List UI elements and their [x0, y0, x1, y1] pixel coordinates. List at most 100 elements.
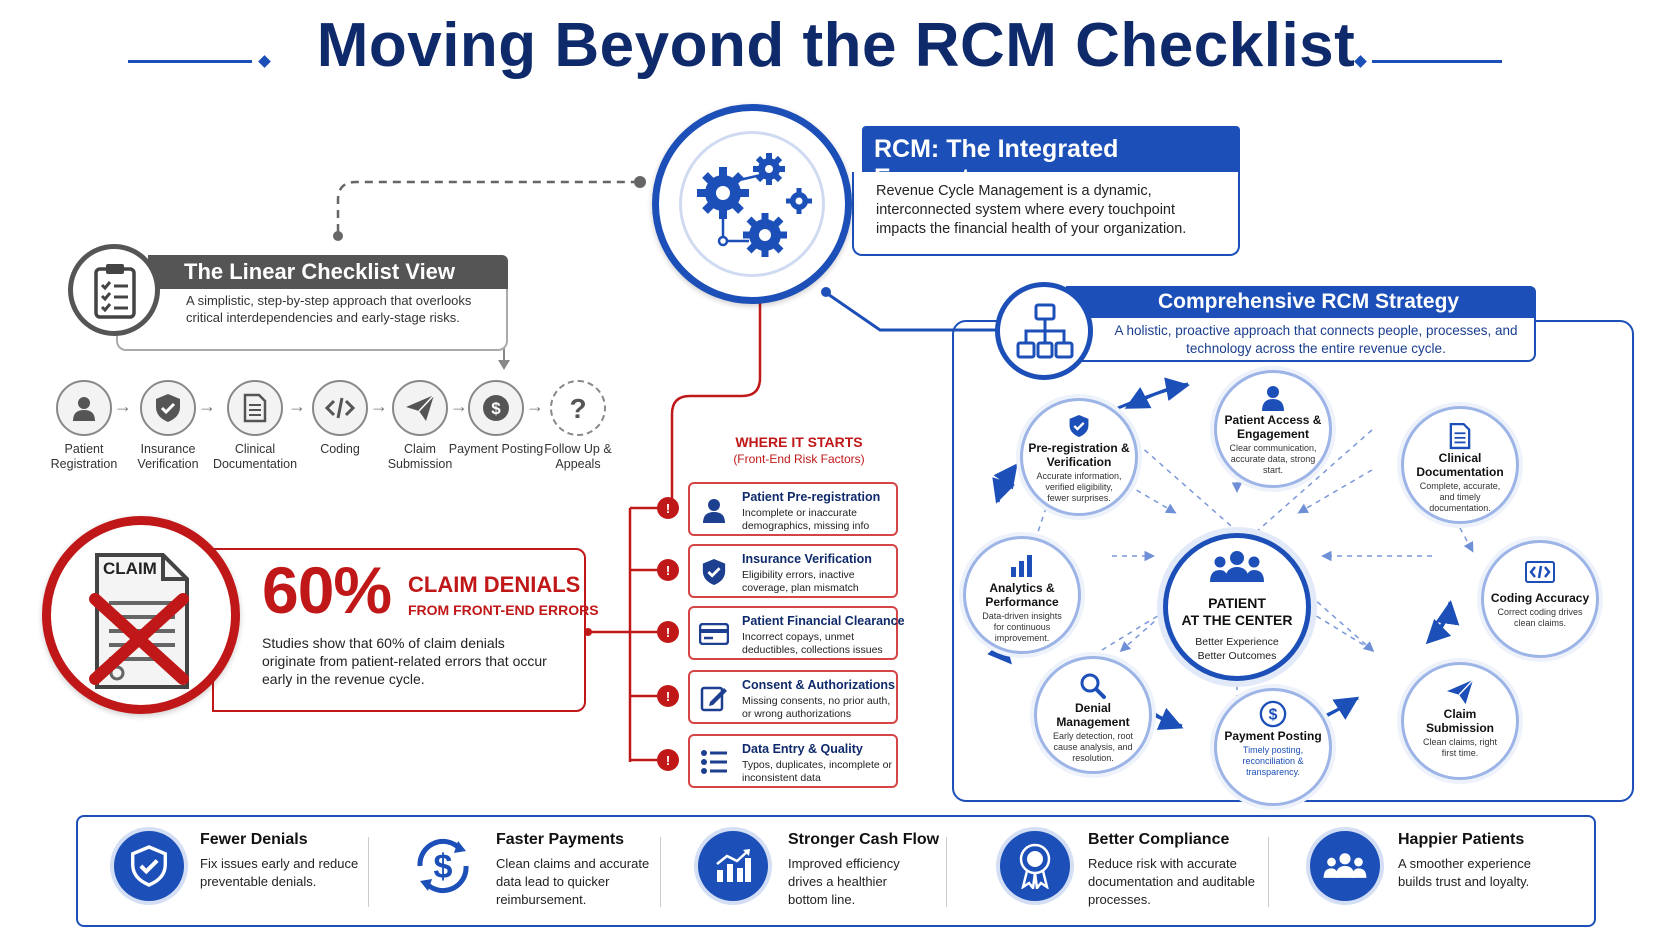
- benefit-stronger-cash-flow: Stronger Cash Flow Improved efficiency d…: [698, 817, 968, 925]
- title-rule-right: [1372, 60, 1502, 63]
- strategy-description: A holistic, proactive approach that conn…: [1114, 323, 1518, 356]
- denials-stat-box: [212, 548, 586, 712]
- node-text: Clean claims, right first time.: [1422, 737, 1498, 758]
- credit-card-icon: [699, 623, 729, 645]
- benefit-divider: [660, 837, 661, 907]
- center-title-line1: PATIENT: [1208, 595, 1266, 611]
- step-claim-submission: Claim Submission: [370, 380, 470, 472]
- warning-icon: !: [657, 749, 679, 771]
- node-text: Early detection, root cause analysis, an…: [1052, 731, 1134, 763]
- benefit-better-compliance: Better Compliance Reduce risk with accur…: [1000, 817, 1270, 925]
- step-label: Payment Posting: [448, 442, 544, 456]
- warning-icon: !: [657, 559, 679, 581]
- where-it-starts-subtitle: (Front-End Risk Factors): [733, 452, 865, 466]
- risk-title: Consent & Authorizations: [742, 678, 896, 692]
- title-rule-left: [128, 60, 252, 63]
- node-pre-registration-verification: Pre-registration & Verification Accurate…: [1020, 398, 1138, 516]
- step-circle: [56, 380, 112, 436]
- benefit-title: Happier Patients: [1398, 831, 1525, 848]
- step-patient-registration: Patient Registration: [34, 380, 134, 472]
- code-icon: [1525, 561, 1555, 583]
- gears-icon: [697, 153, 812, 257]
- org-chart-icon: [1016, 303, 1074, 359]
- benefit-title: Fewer Denials: [200, 831, 308, 848]
- node-text: Data-driven insights for continuous impr…: [982, 611, 1062, 643]
- benefit-text: Reduce risk with accurate documentation …: [1088, 856, 1255, 907]
- node-title: Payment Posting: [1224, 729, 1322, 743]
- step-circle: ?: [550, 380, 606, 436]
- clipboard-icon: [94, 264, 136, 319]
- benefit-icon-wrap: [114, 831, 184, 901]
- pen-icon: [700, 686, 727, 712]
- step-circle: [392, 380, 448, 436]
- warning-icon: !: [657, 497, 679, 519]
- page-title: Moving Beyond the RCM Checklist: [316, 11, 1356, 80]
- benefit-divider: [946, 837, 947, 907]
- paper-plane-icon: [406, 394, 435, 421]
- node-icon-wrap: $: [1258, 699, 1288, 729]
- risk-text: Eligibility errors, inactive coverage, p…: [742, 569, 859, 594]
- denials-headline: CLAIM DENIALS: [408, 572, 581, 597]
- shield-check-icon: [131, 845, 167, 887]
- benefit-icon-wrap: [1310, 831, 1380, 901]
- node-analytics-performance: Analytics & Performance Data-driven insi…: [963, 536, 1081, 654]
- strategy-heading: Comprehensive RCM Strategy: [1066, 286, 1536, 318]
- step-arrow: →: [370, 396, 388, 416]
- risk-patient-pre-registration: Patient Pre-registration Incomplete or i…: [688, 482, 898, 536]
- risk-icon: [698, 556, 730, 588]
- node-icon-wrap: [1064, 411, 1094, 441]
- group-icon: [1323, 853, 1367, 878]
- step-circle: [312, 380, 368, 436]
- node-denial-management: Denial Management Early detection, root …: [1034, 656, 1152, 774]
- document-icon: [1449, 422, 1471, 450]
- step-label: Coding: [320, 442, 360, 456]
- patient-at-center-node: PATIENT AT THE CENTER Better Experience …: [1163, 533, 1311, 681]
- dollar-icon: $: [1259, 700, 1287, 728]
- step-circle: [140, 380, 196, 436]
- strategy-description-box: A holistic, proactive approach that conn…: [1066, 318, 1536, 362]
- risk-title: Insurance Verification: [742, 552, 872, 566]
- dollar-cycle-icon: $: [417, 838, 469, 894]
- person-icon: [73, 397, 95, 421]
- step-arrow: →: [288, 396, 306, 416]
- denials-percent: 60%: [262, 553, 392, 627]
- node-text: Accurate information, verified eligibili…: [1036, 471, 1122, 503]
- risk-text: Typos, duplicates, incomplete or inconsi…: [742, 759, 892, 784]
- svg-text:?: ?: [569, 393, 586, 423]
- node-payment-posting: $ Payment Posting Timely posting, reconc…: [1214, 688, 1332, 806]
- node-icon-wrap: [1078, 671, 1108, 701]
- risk-text: Incorrect copays, unmet deductibles, col…: [742, 631, 883, 656]
- risk-icon: [698, 746, 730, 778]
- step-arrow: →: [526, 396, 544, 416]
- benefit-text: Fix issues early and reduce preventable …: [200, 856, 359, 889]
- step-clinical-documentation: Clinical Documentation: [205, 380, 305, 472]
- step-payment-posting: $ Payment Posting: [446, 380, 546, 457]
- question-icon: ?: [569, 393, 586, 423]
- benefit-text: Improved efficiency drives a healthier b…: [788, 856, 900, 907]
- node-title: Denial Management: [1056, 701, 1130, 729]
- risk-data-entry-quality: Data Entry & Quality Typos, duplicates, …: [688, 734, 898, 788]
- shield-check-icon: [1069, 415, 1089, 437]
- center-title-line2: AT THE CENTER: [1181, 612, 1293, 628]
- node-text: Correct coding drives clean claims.: [1497, 607, 1583, 628]
- where-it-starts-title: WHERE IT STARTS: [735, 434, 863, 450]
- center-text-line1: Better Experience: [1195, 636, 1279, 648]
- denials-subheadline: FROM FRONT-END ERRORS: [408, 602, 599, 618]
- benefits-bar: Fewer Denials Fix issues early and reduc…: [76, 815, 1596, 927]
- step-insurance-verification: Insurance Verification: [118, 380, 218, 472]
- benefit-title: Faster Payments: [496, 831, 625, 848]
- step-label: Insurance Verification: [137, 442, 199, 471]
- step-follow-up-appeals: ? Follow Up & Appeals: [528, 380, 628, 472]
- dollar-icon: $: [483, 395, 509, 421]
- strategy-badge: [995, 282, 1093, 380]
- step-arrow: →: [114, 396, 132, 416]
- ecosystem-description: Revenue Cycle Management is a dynamic, i…: [852, 172, 1240, 256]
- risk-icon: [698, 682, 730, 714]
- person-icon: [703, 499, 725, 523]
- denials-description: Studies show that 60% of claim denials o…: [262, 635, 547, 687]
- risk-insurance-verification: Insurance Verification Eligibility error…: [688, 544, 898, 598]
- paper-plane-icon: [1447, 679, 1474, 705]
- node-icon-wrap: [1445, 677, 1475, 707]
- step-arrow: →: [450, 396, 468, 416]
- node-clinical-documentation: Clinical Documentation Complete, accurat…: [1401, 406, 1519, 524]
